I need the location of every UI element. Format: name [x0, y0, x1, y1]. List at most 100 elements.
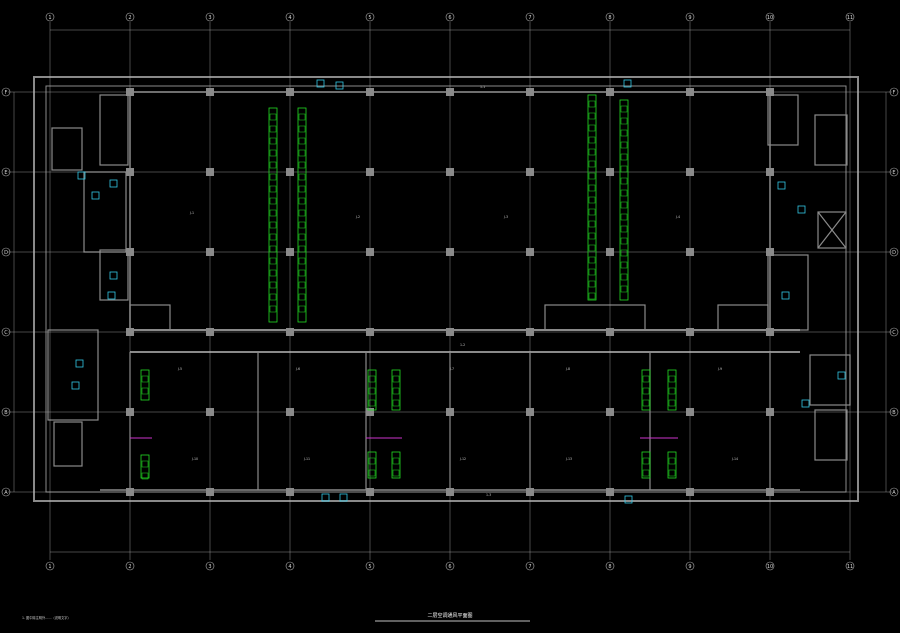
room-partitions — [129, 92, 771, 490]
grid-label-col-9-top: 9 — [688, 15, 691, 21]
column-5D — [366, 248, 374, 256]
column-8A — [606, 488, 614, 496]
core-room-east-d — [717, 304, 769, 331]
elevator-x2 — [817, 211, 847, 249]
column-7C — [526, 328, 534, 336]
duct-run-north-4 — [619, 99, 629, 301]
core-room-east-b — [767, 254, 809, 331]
duct-run-north-4-diffuser — [620, 213, 628, 221]
room-tag-5: J-5 — [177, 367, 182, 371]
grid-bubble-row-A-right — [889, 487, 899, 497]
grid-label-row-D-left: D — [4, 250, 8, 256]
grid-bubble-col-9-bottom — [685, 561, 695, 571]
duct-run-north-1-diffuser — [269, 281, 277, 289]
grid-bubble-col-10-top — [765, 12, 775, 22]
column-3C — [206, 328, 214, 336]
duct-run-north-2-diffuser — [298, 209, 306, 217]
duct-run-south-1 — [140, 369, 150, 401]
duct-run-north-1 — [268, 107, 278, 323]
column-3D — [206, 248, 214, 256]
grid-bubble-row-A-left — [1, 487, 11, 497]
duct-run-north-3-diffuser — [588, 124, 596, 132]
column-3E — [206, 168, 214, 176]
grid-bubble-col-3-top — [205, 12, 215, 22]
grid-label-row-E-right: E — [892, 170, 895, 176]
duct-run-north-1-diffuser — [269, 113, 277, 121]
column-8D — [606, 248, 614, 256]
grid-bubble-col-11-bottom — [845, 561, 855, 571]
duct-run-north-1-diffuser — [269, 233, 277, 241]
grid-bubble-col-11-top — [845, 12, 855, 22]
column-8E — [606, 168, 614, 176]
grid-bubble-col-10-bottom — [765, 561, 775, 571]
core-room-east-a — [767, 94, 799, 146]
duct-run-north-1-diffuser — [269, 197, 277, 205]
shaft-center — [544, 304, 646, 331]
grid-bubble-col-7-top — [525, 12, 535, 22]
duct-run-north-2-diffuser — [298, 185, 306, 193]
duct-run-south-8-diffuser — [668, 387, 676, 395]
corridor-tag-1: 1-1 — [480, 85, 485, 89]
duct-run-south-8 — [667, 369, 677, 411]
grid-bubble-col-4-bottom — [285, 561, 295, 571]
duct-run-north-3-diffuser — [588, 232, 596, 240]
grid-bubble-row-F-right — [889, 87, 899, 97]
grid-label-row-C-left: C — [4, 330, 8, 336]
grid-bubble-row-B-right — [889, 407, 899, 417]
duct-run-north-1-diffuser — [269, 293, 277, 301]
column-3F — [206, 88, 214, 96]
grid-bubble-col-4-top — [285, 12, 295, 22]
equipment-unit-15 — [321, 493, 330, 502]
column-7D — [526, 248, 534, 256]
grid-label-col-3-bottom: 3 — [208, 564, 211, 570]
duct-run-north-1-diffuser — [269, 161, 277, 169]
duct-run-north-1-diffuser — [269, 245, 277, 253]
equipment-unit-6 — [109, 271, 118, 280]
grid-bubble-col-1-bottom — [45, 561, 55, 571]
grid-bubble-col-7-bottom — [525, 561, 535, 571]
duct-run-south-2 — [140, 454, 150, 479]
hvac-equipment — [71, 79, 846, 504]
duct-run-north-4-diffuser — [620, 117, 628, 125]
stair-west-north — [51, 127, 83, 171]
duct-run-north-2-diffuser — [298, 269, 306, 277]
duct-run-north-2-diffuser — [298, 293, 306, 301]
duct-run-north-2 — [297, 107, 307, 323]
duct-run-north-4-diffuser — [620, 285, 628, 293]
column-4B — [286, 408, 294, 416]
duct-run-north-4-diffuser — [620, 141, 628, 149]
duct-run-south-5 — [367, 451, 377, 479]
duct-run-south-4 — [391, 369, 401, 411]
column-2A — [126, 488, 134, 496]
grid-label-col-7-top: 7 — [528, 15, 531, 21]
duct-run-south-2-diffuser — [141, 460, 149, 468]
core-room-west-d — [47, 329, 99, 421]
duct-run-south-4-diffuser — [392, 375, 400, 383]
duct-run-north-2-diffuser — [298, 125, 306, 133]
duct-run-north-3-diffuser — [588, 136, 596, 144]
duct-run-south-3 — [367, 369, 377, 411]
duct-run-south-10 — [667, 451, 677, 479]
duct-run-north-4-diffuser — [620, 177, 628, 185]
duct-run-north-4-diffuser — [620, 189, 628, 197]
duct-run-south-5-diffuser — [368, 457, 376, 465]
duct-run-south-7 — [641, 369, 651, 411]
duct-run-south-10-diffuser — [668, 457, 676, 465]
duct-run-south-7-diffuser — [642, 375, 650, 383]
duct-run-north-3-diffuser — [588, 268, 596, 276]
duct-run-north-1-diffuser — [269, 305, 277, 313]
column-9A — [686, 488, 694, 496]
column-4A — [286, 488, 294, 496]
duct-run-north-3-diffuser — [588, 256, 596, 264]
duct-run-north-3-diffuser — [588, 280, 596, 288]
column-3A — [206, 488, 214, 496]
duct-run-north-3-diffuser — [588, 184, 596, 192]
duct-run-north-4-diffuser — [620, 261, 628, 269]
room-tag-12: J-12 — [459, 457, 466, 461]
grid-label-col-3-top: 3 — [208, 15, 211, 21]
duct-run-south-9-diffuser — [642, 457, 650, 465]
corridor-tag-2: 1-2 — [460, 343, 465, 347]
duct-run-north-4-diffuser — [620, 105, 628, 113]
